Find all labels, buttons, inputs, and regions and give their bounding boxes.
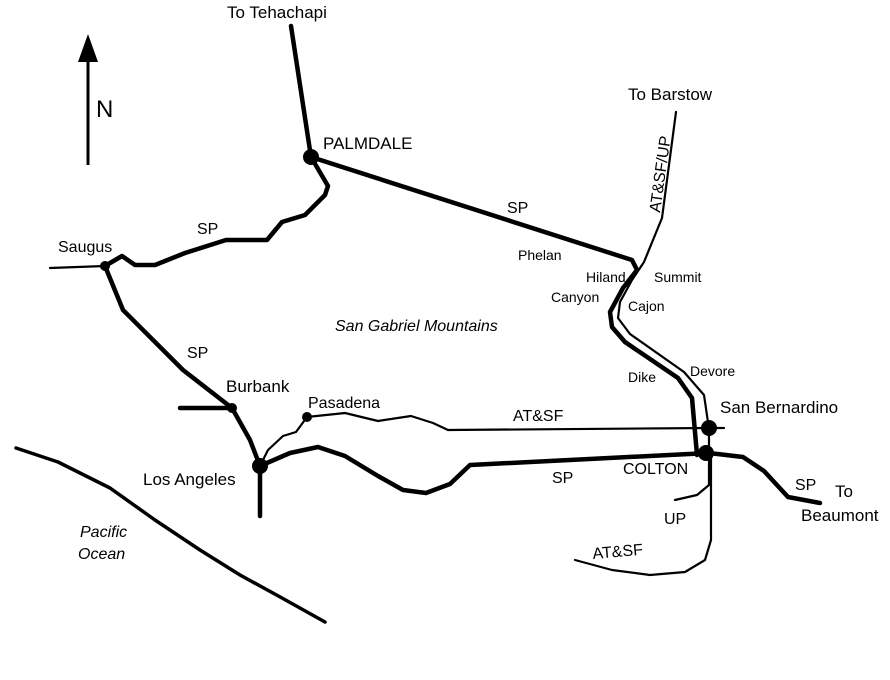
label-beaumont: Beaumont [801, 506, 879, 525]
north-label: N [96, 96, 113, 123]
label-pasadena: Pasadena [308, 395, 380, 412]
sp-palmdale-saugus-line [102, 154, 331, 269]
rail-label-sp-beaumont: SP [795, 477, 816, 494]
sp-saugus-la-line [102, 263, 263, 469]
label-ocean: Ocean [78, 546, 125, 563]
rail-label-sp-colton: SP [552, 470, 573, 487]
sp-palmdale-cajon-line [308, 154, 700, 458]
line-west-of-saugus [48, 264, 107, 270]
rail-label-sp-saugus: SP [197, 221, 218, 238]
label-burbank: Burbank [226, 377, 290, 396]
label-hiland: Hiland [586, 269, 626, 285]
atsf-south-line [573, 453, 713, 577]
label-palmdale: PALMDALE [323, 134, 412, 153]
rail-label-up-south: UP [664, 511, 686, 528]
label-to: To [835, 482, 853, 501]
label-los-angeles: Los Angeles [143, 470, 236, 489]
label-dike: Dike [628, 369, 656, 385]
rail-label-atsf-pasadena: AT&SF [513, 408, 564, 425]
up-south-line [673, 453, 711, 502]
label-pacific: Pacific [80, 524, 127, 541]
label-summit: Summit [654, 269, 702, 285]
atsf-pasadena-line [258, 411, 726, 468]
label-colton: COLTON [623, 461, 688, 478]
colton-station-icon [698, 445, 714, 461]
label-to-tehachapi: To Tehachapi [227, 3, 327, 22]
rail-label-atsf-up: AT&SF/UP [647, 135, 675, 214]
label-devore: Devore [690, 363, 735, 379]
label-cajon: Cajon [628, 298, 665, 314]
north-arrow-icon [78, 34, 98, 165]
label-canyon: Canyon [551, 289, 599, 305]
sp-tehachapi-line [288, 23, 314, 160]
label-saugus: Saugus [58, 239, 112, 256]
los-angeles-station-icon [252, 458, 268, 474]
label-san-gabriel-mountains: San Gabriel Mountains [335, 318, 498, 335]
sp-la-colton-line [257, 444, 712, 496]
sp-colton-beaumont-line [706, 450, 823, 506]
atsf-up-barstow-line [616, 110, 711, 457]
rail-label-atsf-south: AT&SF [592, 542, 644, 563]
burbank-station-icon [227, 403, 237, 413]
pasadena-station-icon [302, 412, 312, 422]
saugus-station-icon [100, 261, 110, 271]
rail-label-sp-palmdale: SP [507, 200, 528, 217]
rail-label-sp-la-saugus: SP [187, 345, 208, 362]
palmdale-station-icon [303, 149, 319, 165]
label-san-bernardino: San Bernardino [720, 398, 838, 417]
san-bernardino-station-icon [701, 420, 717, 436]
pacific-coastline [14, 446, 327, 624]
label-to-barstow: To Barstow [628, 85, 713, 104]
label-phelan: Phelan [518, 247, 562, 263]
